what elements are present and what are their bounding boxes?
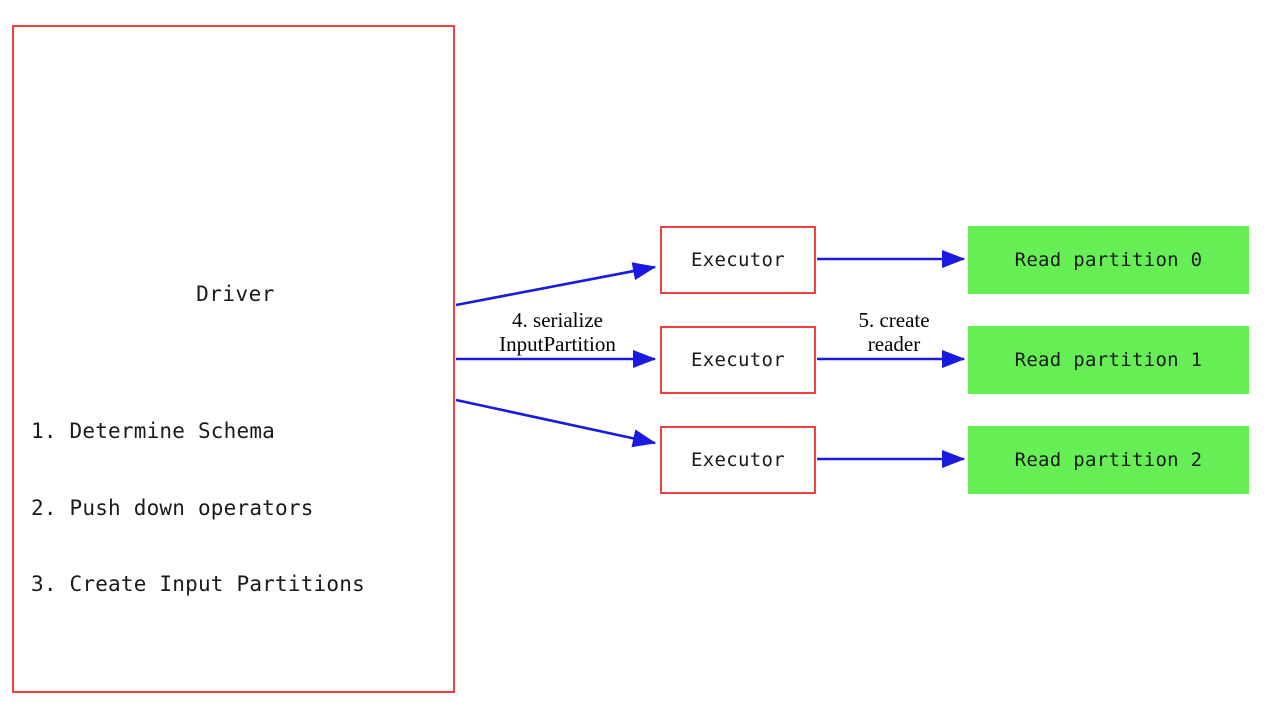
driver-step-3: 3. Create Input Partitions	[31, 572, 365, 596]
edge-label-serialize-line2: InputPartition	[499, 332, 616, 356]
executor-box-0: Executor	[660, 226, 816, 294]
edge-label-create-reader-line1: 5. create	[858, 308, 930, 332]
partition-box-0: Read partition 0	[968, 226, 1249, 294]
edge-label-serialize-line1: 4. serialize	[512, 308, 603, 332]
arrow-driver-to-executor-0	[455, 262, 657, 307]
executor-box-2: Executor	[660, 426, 816, 494]
driver-steps-list: 1. Determine Schema 2. Push down operato…	[31, 368, 365, 649]
driver-step-1: 1. Determine Schema	[31, 419, 276, 443]
partition-box-1: Read partition 1	[968, 326, 1249, 394]
edge-label-create-reader: 5. create reader	[820, 308, 968, 356]
driver-box: Driver 1. Determine Schema 2. Push down …	[12, 25, 455, 693]
edge-label-serialize: 4. serialize InputPartition	[460, 308, 655, 356]
driver-step-2: 2. Push down operators	[31, 495, 314, 520]
arrow-driver-to-executor-2	[455, 398, 657, 448]
partition-box-2: Read partition 2	[968, 426, 1249, 494]
executor-box-1: Executor	[660, 326, 816, 394]
edge-label-create-reader-line2: reader	[867, 332, 921, 356]
driver-title: Driver	[196, 282, 275, 306]
